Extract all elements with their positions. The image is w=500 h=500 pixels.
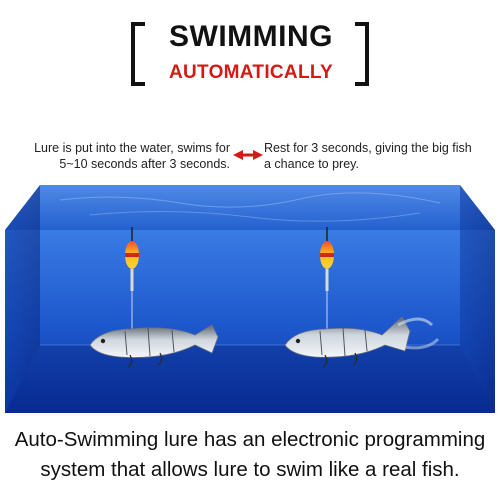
water-tank-illustration <box>5 185 495 413</box>
float-left <box>125 227 139 330</box>
caption-swim: Lure is put into the water, swims for 5~… <box>34 141 230 171</box>
tank-front-face <box>5 230 495 413</box>
caption-rest: Rest for 3 seconds, giving the big fish … <box>264 141 472 171</box>
subtitle: AUTOMATICALLY <box>169 62 333 83</box>
right-bracket <box>355 22 369 86</box>
lure-fish-left <box>89 324 219 368</box>
footer-description: Auto-Swimming lure has an electronic pro… <box>0 425 500 485</box>
tank-side-right <box>460 185 495 413</box>
footer-line-1: Auto-Swimming lure has an electronic pro… <box>14 428 486 451</box>
footer-line-2: system that allows lure to swim like a r… <box>40 458 460 481</box>
header: SWIMMING AUTOMATICALLY <box>0 0 500 110</box>
tank-side-left <box>5 185 40 413</box>
title: SWIMMING <box>169 20 333 53</box>
lure-fish-right <box>284 316 440 368</box>
left-bracket <box>131 22 145 86</box>
float-right <box>320 227 334 330</box>
double-arrow-icon <box>233 150 263 160</box>
water-surface <box>5 185 495 230</box>
